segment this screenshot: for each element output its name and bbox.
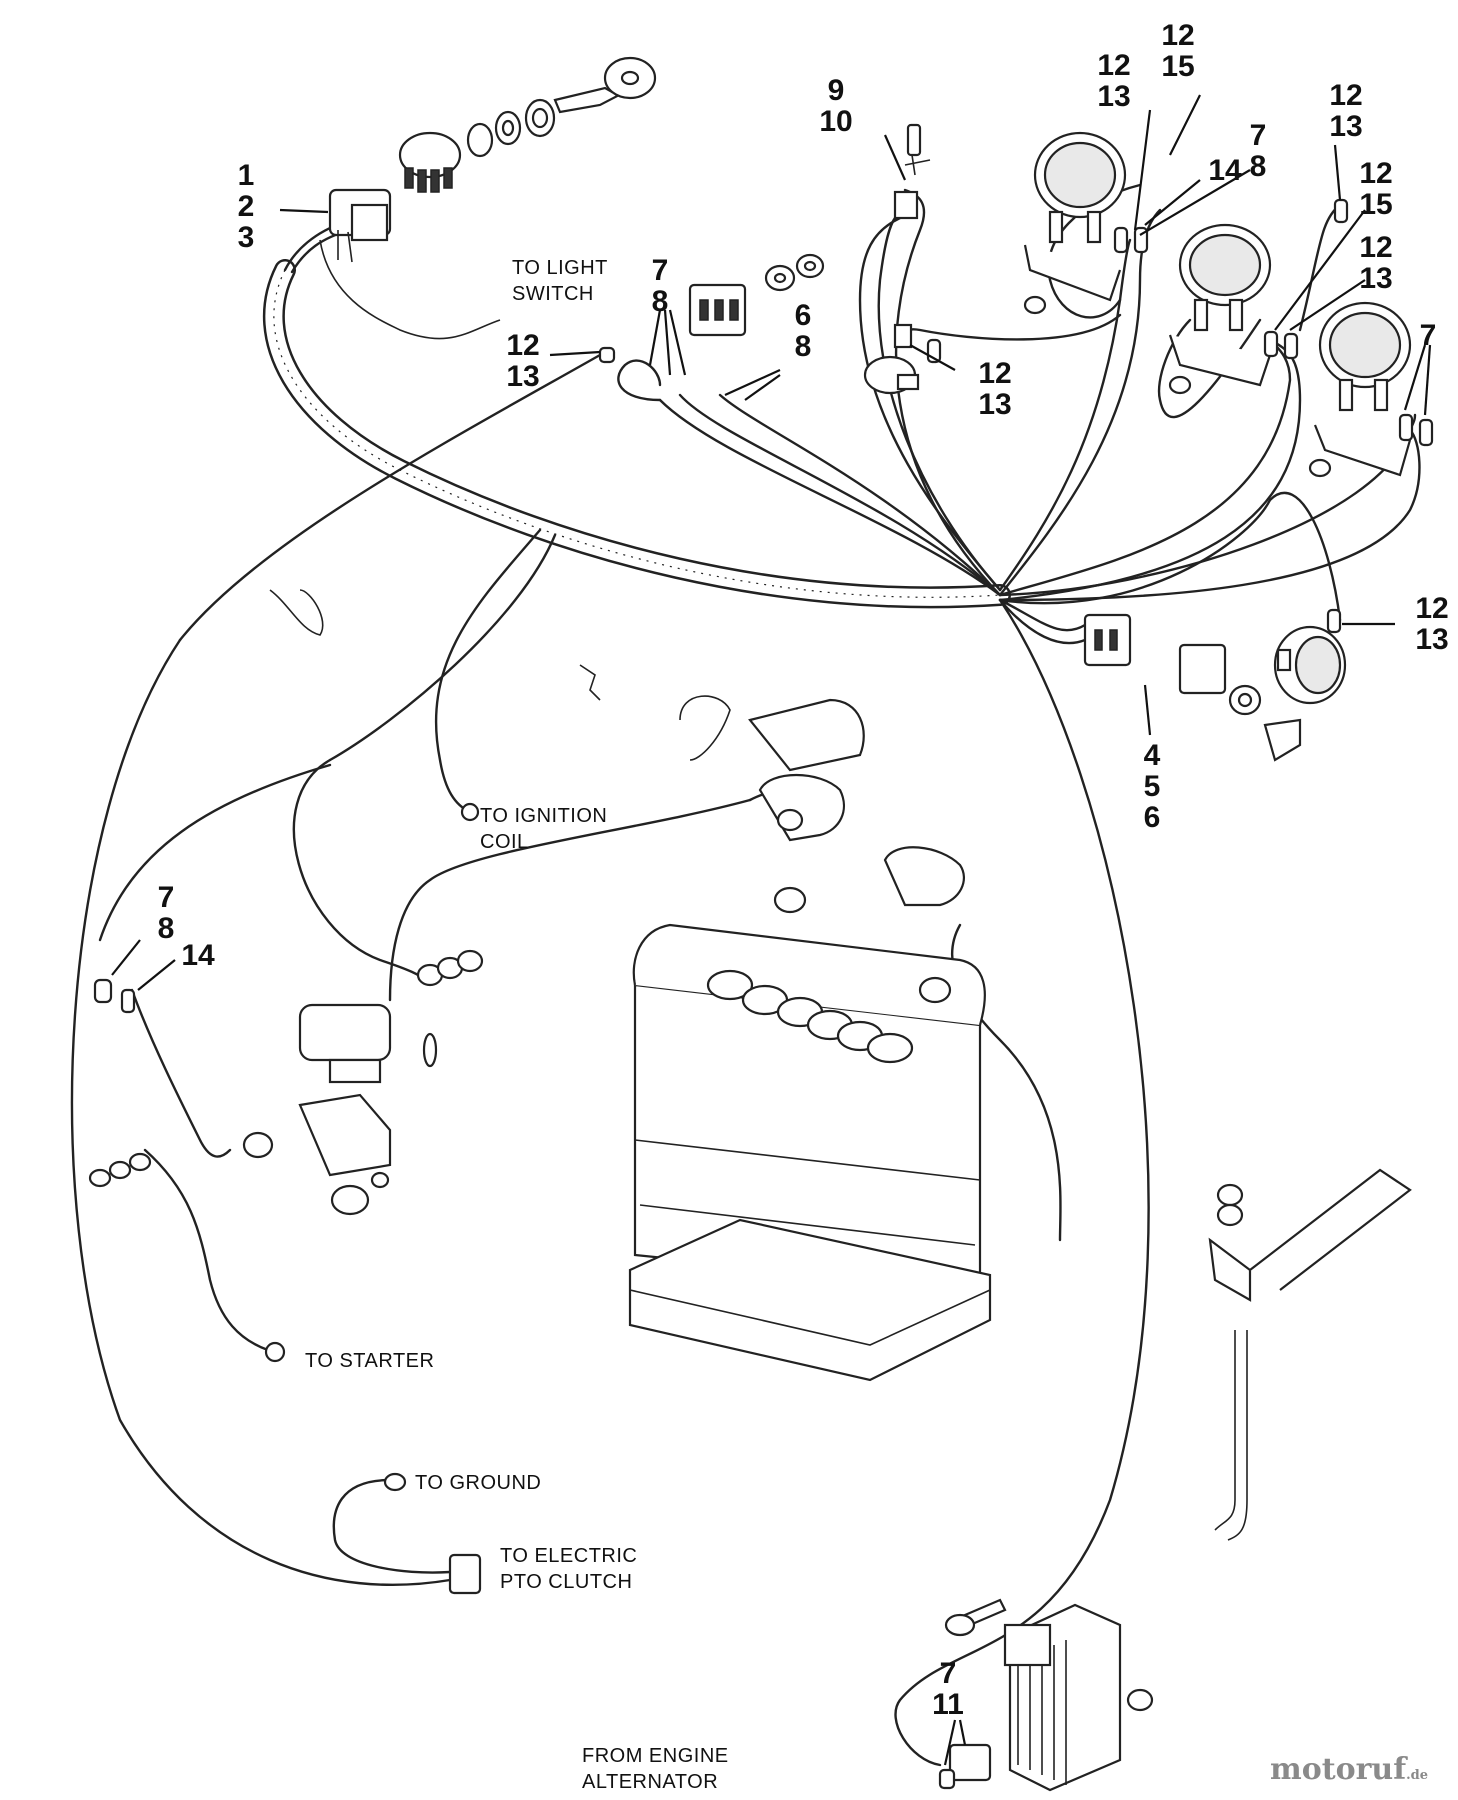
callout-fuse-holder: 9 10	[806, 75, 866, 137]
callout-number: 7	[1249, 119, 1267, 152]
callout-number: 7	[1419, 319, 1437, 352]
callout-number: 2	[237, 190, 255, 223]
callout-number: 4	[1143, 739, 1161, 772]
battery	[632, 886, 986, 1292]
callout-number: 12	[978, 357, 1012, 390]
label-to-starter: TO STARTER	[305, 1350, 435, 1372]
callout-number: 8	[157, 912, 175, 945]
callout-hour-meter: 12 13	[1402, 593, 1458, 655]
callout-number: 14	[181, 939, 215, 972]
fuse-holder	[893, 123, 931, 220]
callout-connector-block: 4 5 6	[1122, 740, 1182, 833]
callout-left-lamp: 7 8	[136, 882, 196, 944]
callout-number: 13	[1329, 110, 1363, 143]
callout-oil-sender: 12 13	[965, 358, 1025, 420]
battery-tray	[628, 1218, 992, 1382]
gauge-1	[1023, 131, 1127, 315]
callout-gauge-3-lamps: 7	[1398, 320, 1458, 351]
callout-number: 14	[1208, 154, 1242, 187]
callout-gauge-1-wire: 12 15	[1148, 20, 1208, 82]
label-from-alternator: FROM ENGINE ALTERNATOR	[582, 1745, 729, 1793]
callout-gauge-1-upper: 12 13	[1084, 50, 1144, 112]
callout-regulator-leads: 7 11	[918, 1658, 978, 1720]
callout-number: 7	[939, 1657, 957, 1690]
branch-wires	[70, 183, 1421, 1767]
solenoid-hardware	[88, 949, 484, 1188]
label-to-pto-clutch: TO ELECTRIC PTO CLUTCH	[500, 1545, 638, 1593]
label-to-light-switch: TO LIGHT SWITCH	[512, 257, 608, 305]
gauge-2	[1168, 223, 1272, 395]
callout-gauge-1-terminal: 14	[1195, 155, 1255, 186]
hour-meter	[1273, 625, 1347, 705]
watermark-logo: motoruf.de	[1270, 1752, 1428, 1787]
ignition-switch-body	[398, 98, 556, 193]
battery-clamps	[748, 698, 966, 907]
callout-number: 15	[1161, 50, 1195, 83]
callout-switch-terminals: 7 8	[630, 255, 690, 317]
rocker-switch	[688, 253, 825, 337]
voltage-regulator	[944, 1598, 1154, 1792]
ignition-switch-connector	[328, 188, 392, 263]
callout-number: 12	[1415, 592, 1449, 625]
callout-number: 1	[237, 159, 255, 192]
callout-number: 7	[651, 254, 669, 287]
callout-number: 13	[978, 388, 1012, 421]
starter-solenoid	[242, 1003, 438, 1216]
gauge-3	[1308, 301, 1412, 478]
callout-gauge-2-wire: 12 13	[1316, 80, 1376, 142]
callout-number: 10	[819, 105, 853, 138]
callout-number: 5	[1143, 770, 1161, 803]
callout-number: 13	[1415, 623, 1449, 656]
callout-light-switch-lead: 12 13	[493, 330, 553, 392]
callout-number: 13	[1359, 262, 1393, 295]
callout-number: 12	[1359, 157, 1393, 190]
callout-left-terminal: 14	[168, 940, 228, 971]
watermark-domain: .de	[1406, 1768, 1429, 1783]
callout-number: 12	[1329, 79, 1363, 112]
callout-number: 3	[237, 221, 255, 254]
label-to-ground: TO GROUND	[415, 1472, 542, 1494]
cable-clips	[269, 589, 731, 761]
battery-hold-down	[1208, 1168, 1412, 1541]
label-to-ignition-coil: TO IGNITION COIL	[480, 805, 608, 853]
callout-gauge-1-lamp: 7 8	[1228, 120, 1288, 182]
callout-number: 13	[1097, 80, 1131, 113]
callout-number: 12	[1161, 19, 1195, 52]
connector-block	[1083, 613, 1302, 762]
callout-number: 7	[157, 881, 175, 914]
callout-leaders	[111, 94, 1432, 1766]
callout-rocker-terminals: 6 8	[773, 300, 833, 362]
oil-pressure-sender	[863, 323, 920, 395]
watermark-brand: motoruf	[1270, 1752, 1407, 1787]
pto-connector	[448, 1553, 482, 1595]
callout-number: 9	[827, 74, 845, 107]
callout-number: 11	[932, 1688, 964, 1721]
main-harness-loom	[262, 259, 1011, 609]
callout-gauge-3-wire: 12 13	[1346, 232, 1406, 294]
ignition-key	[553, 56, 657, 114]
callout-number: 13	[506, 360, 540, 393]
callout-number: 8	[1249, 150, 1267, 183]
callout-number: 6	[794, 299, 812, 332]
callout-number: 12	[1359, 231, 1393, 264]
callout-number: 12	[1097, 49, 1131, 82]
callout-number: 8	[651, 285, 669, 318]
callout-number: 8	[794, 330, 812, 363]
callout-ignition-switch: 1 2 3	[216, 160, 276, 253]
callout-number: 12	[506, 329, 540, 362]
terminals	[93, 198, 1434, 1790]
callout-gauge-2-lamp: 12 15	[1346, 158, 1406, 220]
callout-number: 15	[1359, 188, 1393, 221]
callout-number: 6	[1143, 801, 1161, 834]
